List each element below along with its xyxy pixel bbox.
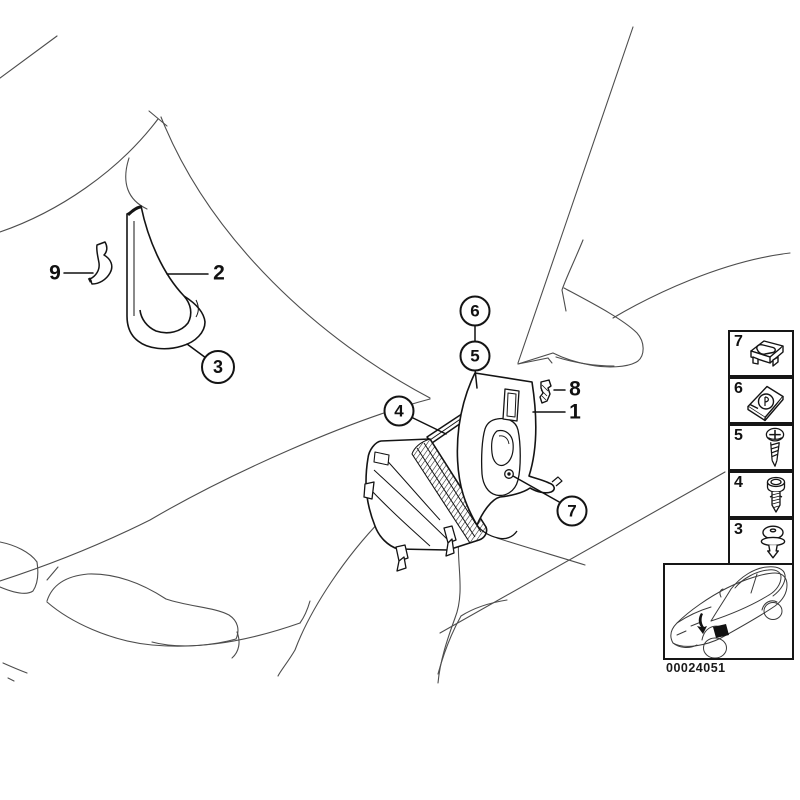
legend-item-5[interactable]: 5 xyxy=(728,424,794,471)
legend-number: 3 xyxy=(734,521,743,538)
cage-nut-icon xyxy=(750,339,784,367)
legend-number: 4 xyxy=(734,474,743,491)
callout-circle-6[interactable]: 6 xyxy=(459,295,491,327)
callout-circle-4[interactable]: 4 xyxy=(383,395,415,427)
under-dash-panel-part xyxy=(363,438,488,572)
retainer-clip-part xyxy=(87,241,113,285)
screw-icon xyxy=(765,427,785,467)
callout-number: 5 xyxy=(470,346,480,365)
legend-item-4[interactable]: 4 xyxy=(728,471,794,518)
callout-number: 6 xyxy=(470,301,480,320)
callout-number: 4 xyxy=(394,401,404,420)
leader-lines xyxy=(63,272,566,504)
callout-circle-7[interactable]: 7 xyxy=(556,495,588,527)
callout-circle-5[interactable]: 5 xyxy=(459,340,491,372)
legend-item-6[interactable]: 6 xyxy=(728,377,794,424)
callout-label-1[interactable]: 1 xyxy=(569,400,581,424)
car-body-outline xyxy=(0,26,791,684)
legend-number: 5 xyxy=(734,427,743,444)
speed-nut-icon xyxy=(747,385,784,421)
callout-number: 7 xyxy=(567,501,577,520)
legend-number: 7 xyxy=(734,333,743,350)
a-pillar-trim-part xyxy=(126,205,206,350)
diagram-code: 00024051 xyxy=(666,661,726,675)
push-clip-icon xyxy=(760,524,786,559)
callout-number: 3 xyxy=(212,356,223,377)
callout-label-8[interactable]: 8 xyxy=(569,377,581,401)
callout-circle-3[interactable]: 3 xyxy=(201,350,235,384)
legend-number: 6 xyxy=(734,380,743,397)
callout-label-2[interactable]: 2 xyxy=(213,261,225,285)
vehicle-thumbnail-box xyxy=(663,563,794,660)
expansion-rivet-icon xyxy=(766,476,786,513)
legend-item-7[interactable]: 7 xyxy=(728,330,794,377)
vehicle-thumbnail-sketch xyxy=(670,566,788,659)
legend-item-3[interactable]: 3 xyxy=(728,518,794,565)
callout-label-9[interactable]: 9 xyxy=(49,261,61,285)
spring-clip-part xyxy=(539,379,552,404)
footwell-trim-part xyxy=(456,372,563,540)
